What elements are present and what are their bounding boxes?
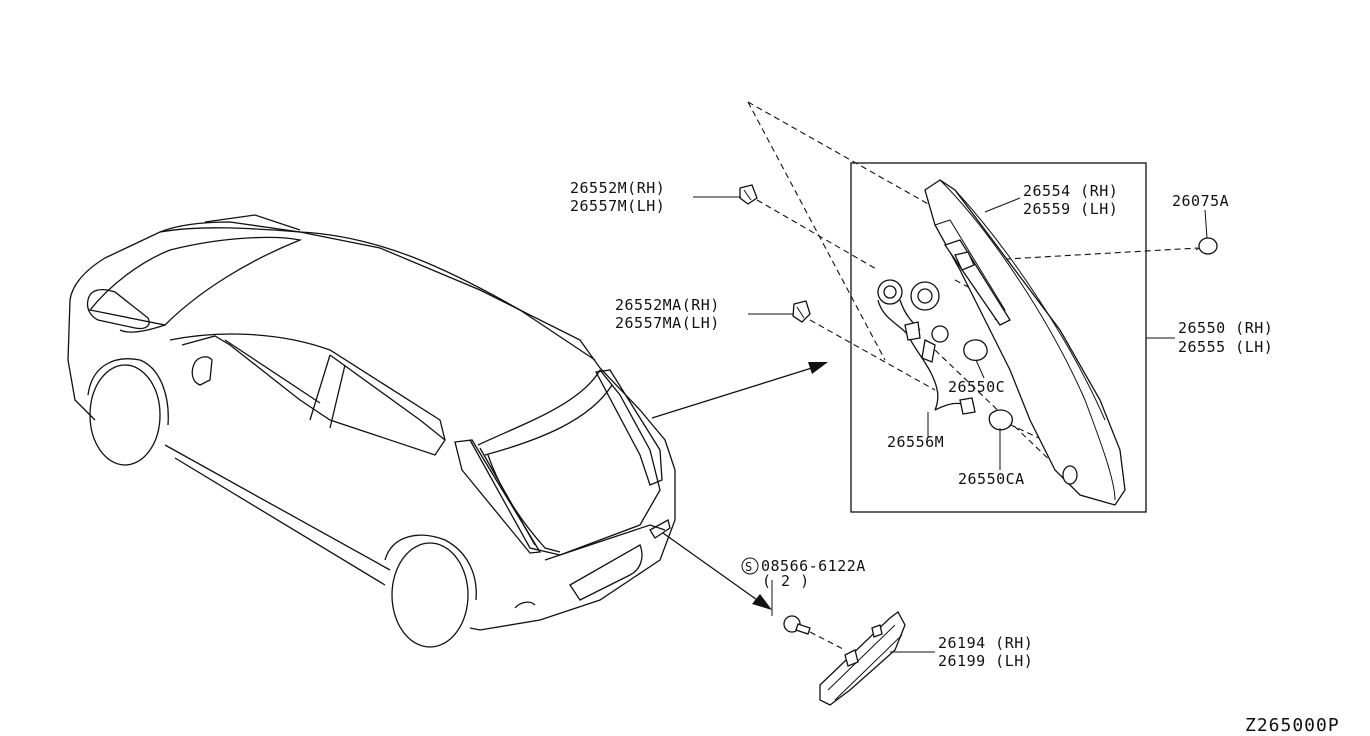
rear-reflector bbox=[819, 611, 906, 706]
clip-26552m bbox=[739, 184, 758, 205]
s-symbol: S bbox=[745, 560, 753, 574]
label-26559-lh: 26559 (LH) bbox=[1023, 200, 1118, 218]
screw-26075a bbox=[1195, 237, 1218, 255]
leader-arrows bbox=[651, 362, 828, 610]
s-symbol-circle bbox=[741, 557, 759, 575]
car-illustration bbox=[67, 214, 676, 648]
label-26557m-lh: 26557M(LH) bbox=[570, 197, 665, 215]
label-26556m: 26556M bbox=[887, 433, 944, 451]
diagram-reference: Z265000P bbox=[1245, 715, 1340, 736]
label-08566-6122a: 08566-6122A bbox=[761, 557, 866, 575]
screw-08566 bbox=[783, 615, 846, 651]
part-labels: 26552M(RH) 26557M(LH) 26552MA(RH) 26557M… bbox=[570, 179, 1340, 736]
label-26554-rh: 26554 (RH) bbox=[1023, 182, 1118, 200]
label-26199-lh: 26199 (LH) bbox=[938, 652, 1033, 670]
label-26194-rh: 26194 (RH) bbox=[938, 634, 1033, 652]
label-qty-2: ( 2 ) bbox=[762, 572, 810, 590]
rear-combination-lamp bbox=[924, 179, 1126, 506]
label-26555-lh: 26555 (LH) bbox=[1178, 338, 1273, 356]
lamp-harness bbox=[877, 279, 1013, 431]
label-26075a: 26075A bbox=[1172, 192, 1229, 210]
label-26557ma-lh: 26557MA(LH) bbox=[615, 314, 720, 332]
label-26550-rh: 26550 (RH) bbox=[1178, 319, 1273, 337]
label-26552ma-rh: 26552MA(RH) bbox=[615, 296, 720, 314]
label-26550ca: 26550CA bbox=[958, 470, 1025, 488]
label-26550c: 26550C bbox=[948, 378, 1005, 396]
label-leaders bbox=[693, 196, 1208, 653]
clip-26552ma bbox=[792, 300, 811, 323]
detail-box bbox=[747, 101, 1199, 513]
label-26552m-rh: 26552M(RH) bbox=[570, 179, 665, 197]
